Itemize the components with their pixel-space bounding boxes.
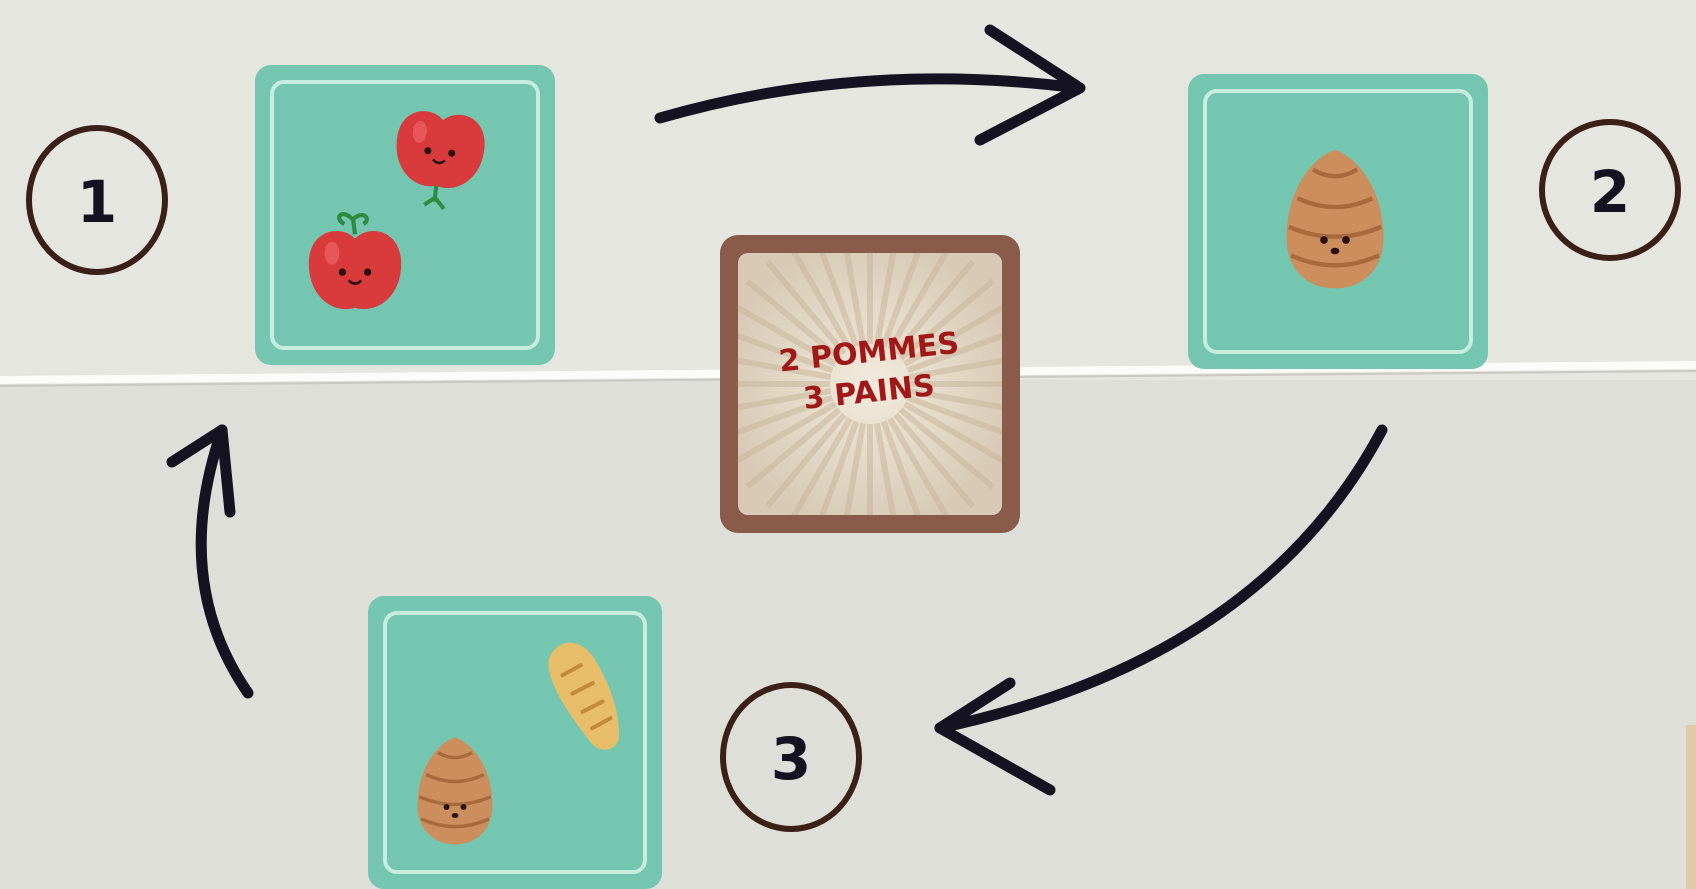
card-step-3 — [368, 596, 662, 889]
step-1-number: 1 — [77, 168, 117, 236]
card-step-2 — [1188, 74, 1488, 369]
partial-card-edge — [1686, 725, 1696, 889]
step-2-number: 2 — [1590, 158, 1630, 226]
center-card: 2 POMMES 3 PAINS — [710, 224, 1030, 544]
card-step-1 — [255, 65, 555, 365]
step-3-number: 3 — [771, 725, 811, 793]
